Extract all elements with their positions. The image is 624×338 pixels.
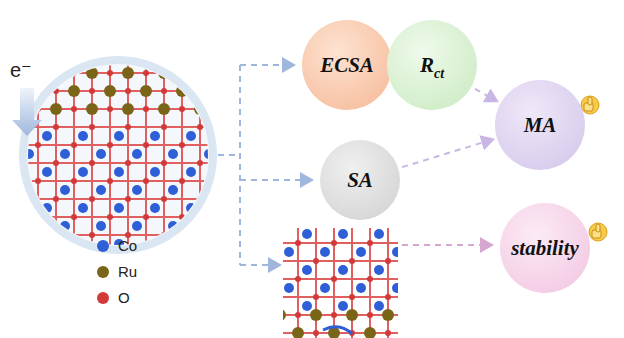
node-text: MA [524,113,557,137]
node-label: Rct [420,53,444,78]
stability-arrow [402,244,492,246]
thumbs-up [581,96,599,114]
legend-text: O [118,289,130,306]
legend-swatch [97,292,109,304]
dashed-arrow [402,139,493,167]
stability-circle: stability [500,203,590,293]
wave-line [323,327,352,334]
crystal-lattice-small [283,228,398,338]
legend-swatch [97,240,109,252]
ecsa-circle: ECSA [302,20,392,110]
branch-arrows [218,65,312,265]
particle-ring [23,60,213,250]
electron-arrow [12,88,42,136]
dashed-arrow [475,89,497,101]
subscript-text: ct [434,66,444,81]
thumbs-up [589,223,607,241]
electron-label: e⁻ [10,58,32,82]
node-label: MA [524,113,557,138]
legend-swatch [97,266,109,278]
crystal-lattice [14,49,232,267]
legend-text: Ru [118,263,137,280]
ma-circle: MA [495,80,585,170]
node-text: R [420,53,434,77]
node-text: stability [511,236,579,260]
sa-circle: SA [320,140,400,220]
rct-circle: Rct [387,20,477,110]
node-label: stability [511,236,579,261]
node-label: ECSA [320,53,374,78]
node-text: ECSA [320,53,374,77]
node-text: SA [347,168,373,192]
legend-text: Co [118,237,137,254]
node-label: SA [347,168,373,193]
